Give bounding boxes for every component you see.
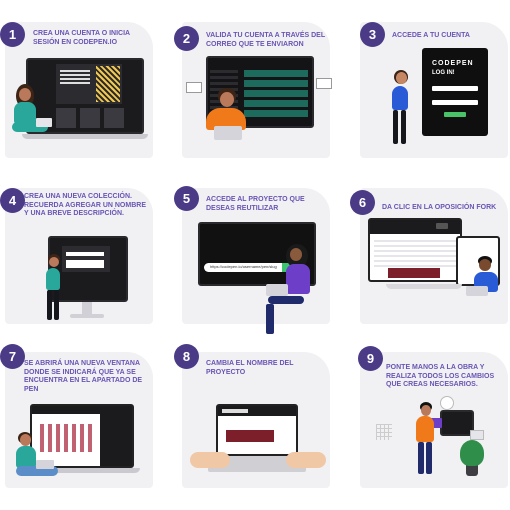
codepen-brand: CODEPEN: [432, 60, 474, 67]
person-laptop: [36, 118, 52, 127]
step-number-2: 2: [174, 26, 199, 51]
preview-content: [374, 240, 456, 268]
step-title-4: CREA UNA NUEVA COLECCIÓN. RECUERDA AGREG…: [24, 193, 146, 217]
form-field-desc: [66, 260, 104, 268]
login-submit-button[interactable]: [444, 112, 466, 117]
step-title-5: ACCEDE AL PROYECTO QUE DESEAS REUTILIZAR: [206, 196, 305, 212]
hand-left: [190, 452, 230, 468]
person-laptop-2: [214, 126, 242, 140]
login-panel: [422, 48, 488, 136]
hand-right: [286, 452, 326, 468]
login-heading: LOG IN!: [432, 70, 455, 76]
plant-leaves: [460, 440, 484, 466]
design-board: [440, 410, 474, 436]
fork-button[interactable]: [436, 223, 448, 229]
email-list: [244, 70, 308, 120]
step-number-8: 8: [174, 344, 199, 369]
step-title-7: SE ABRIRÁ UNA NUEVA VENTANA DONDE SE IND…: [24, 360, 143, 393]
step-number-4: 4: [0, 188, 25, 213]
screen-tiles: [56, 108, 126, 128]
step-number-3: 3: [360, 22, 385, 47]
step-title-2: VALIDA TU CUENTA A TRAVÉS DEL CORREO QUE…: [206, 32, 325, 48]
pen-code-panel: [100, 414, 132, 466]
hero-code-graphic: [96, 66, 120, 102]
plant-pot: [466, 464, 478, 476]
page-banner-8: [226, 430, 274, 442]
preview-banner: [388, 268, 440, 278]
form-field-name: [66, 252, 104, 256]
person-laptop-5: [266, 284, 288, 296]
step-title-9: PONTE MANOS A LA OBRA Y REALIZA TODOS LO…: [386, 364, 495, 388]
code-bubble-icon: [440, 396, 454, 410]
step-number-1: 1: [0, 22, 25, 47]
envelope-icon-right: [316, 78, 332, 89]
rename-field[interactable]: [222, 409, 248, 413]
design-tile-purple: [430, 418, 442, 428]
step-title-1: CREA UNA CUENTA O INICIA SESIÓN EN CODEP…: [33, 30, 130, 46]
person-laptop-7: [36, 460, 54, 469]
person-laptop-6: [466, 286, 488, 296]
grid-graphic: [376, 424, 392, 440]
collection-form: [62, 246, 110, 272]
login-username-field[interactable]: [432, 86, 478, 91]
step-number-9: 9: [358, 346, 383, 371]
login-password-field[interactable]: [432, 100, 478, 105]
step-number-6: 6: [350, 190, 375, 215]
step-number-7: 7: [0, 344, 25, 369]
project-url-bar[interactable]: https://codepen.io/username/pen/slug: [204, 263, 288, 272]
step-title-6: DA CLIC EN LA OPOSICIÓN FORK: [382, 204, 497, 211]
rename-bar[interactable]: [218, 406, 296, 416]
step-title-8: CAMBIA EL NOMBRE DEL PROYECTO: [206, 360, 294, 376]
envelope-icon-left: [186, 82, 202, 93]
step-title-3: ACCEDE A TU CUENTA: [392, 32, 470, 39]
design-tile-light: [470, 430, 484, 440]
pen-preview-people: [40, 424, 96, 452]
pen-editor-bar: [32, 406, 132, 414]
hero-text: [60, 70, 90, 86]
step-number-5: 5: [174, 186, 199, 211]
